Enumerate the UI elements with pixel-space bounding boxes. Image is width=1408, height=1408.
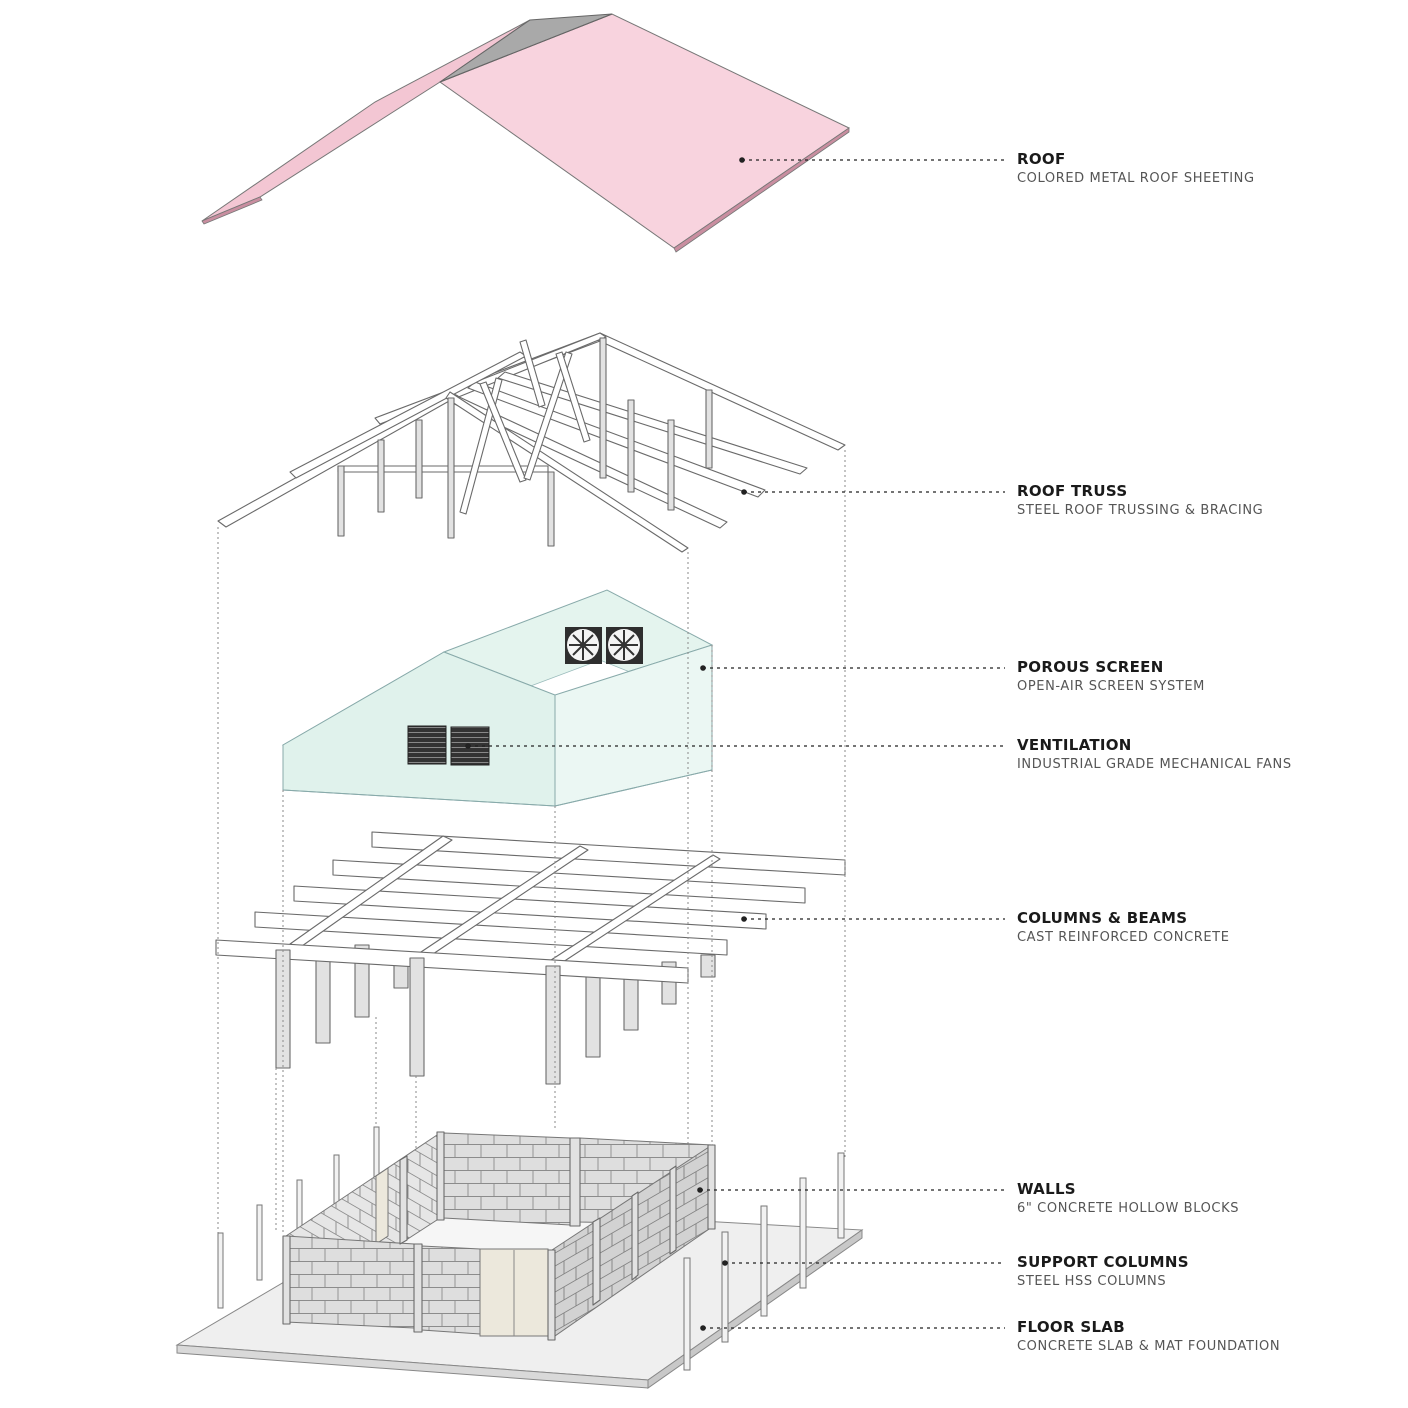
leader-lines <box>465 157 1005 1331</box>
label-columns-beams-title: COLUMNS & BEAMS <box>1017 909 1188 927</box>
label-columns-beams-subtitle: CAST REINFORCED CONCRETE <box>1017 930 1230 945</box>
label-roof-truss-subtitle: STEEL ROOF TRUSSING & BRACING <box>1017 503 1264 518</box>
label-support-columns: SUPPORT COLUMNS STEEL HSS COLUMNS <box>1017 1253 1397 1291</box>
label-ventilation-title: VENTILATION <box>1017 736 1132 754</box>
label-roof-truss-title: ROOF TRUSS <box>1017 482 1128 500</box>
roof-left-slope <box>201 19 531 222</box>
label-columns-beams: COLUMNS & BEAMS CAST REINFORCED CONCRETE <box>1017 909 1397 947</box>
columns-beams-layer <box>215 831 846 1085</box>
support-columns-front <box>217 1204 768 1371</box>
inner-door <box>375 1167 389 1245</box>
fan-icon <box>606 627 643 664</box>
label-floor-slab: FLOOR SLAB CONCRETE SLAB & MAT FOUNDATIO… <box>1017 1318 1397 1356</box>
label-roof-truss: ROOF TRUSS STEEL ROOF TRUSSING & BRACING <box>1017 482 1397 520</box>
fan-icon <box>565 627 602 664</box>
label-ventilation-subtitle: INDUSTRIAL GRADE MECHANICAL FANS <box>1017 757 1292 772</box>
roof-truss-layer <box>217 332 846 553</box>
label-ventilation: VENTILATION INDUSTRIAL GRADE MECHANICAL … <box>1017 736 1397 774</box>
roof-layer <box>201 13 850 253</box>
label-porous-screen-title: POROUS SCREEN <box>1017 658 1164 676</box>
label-floor-slab-title: FLOOR SLAB <box>1017 1318 1125 1336</box>
porous-screen-layer <box>281 589 714 807</box>
label-walls-title: WALLS <box>1017 1180 1076 1198</box>
label-porous-screen-subtitle: OPEN-AIR SCREEN SYSTEM <box>1017 679 1205 694</box>
label-roof-subtitle: COLORED METAL ROOF SHEETING <box>1017 171 1255 186</box>
label-walls: WALLS 6" CONCRETE HOLLOW BLOCKS <box>1017 1180 1397 1218</box>
label-roof-title: ROOF <box>1017 150 1066 168</box>
label-roof: ROOF COLORED METAL ROOF SHEETING <box>1017 150 1397 188</box>
fan-icon <box>407 725 447 765</box>
label-walls-subtitle: 6" CONCRETE HOLLOW BLOCKS <box>1017 1201 1240 1216</box>
label-porous-screen: POROUS SCREEN OPEN-AIR SCREEN SYSTEM <box>1017 658 1397 696</box>
walls-layer <box>282 1131 716 1341</box>
label-floor-slab-subtitle: CONCRETE SLAB & MAT FOUNDATION <box>1017 1339 1281 1354</box>
roof-edge <box>673 127 850 253</box>
label-support-columns-subtitle: STEEL HSS COLUMNS <box>1017 1274 1167 1289</box>
slab-side-edge <box>647 1229 863 1389</box>
label-support-columns-title: SUPPORT COLUMNS <box>1017 1253 1189 1271</box>
